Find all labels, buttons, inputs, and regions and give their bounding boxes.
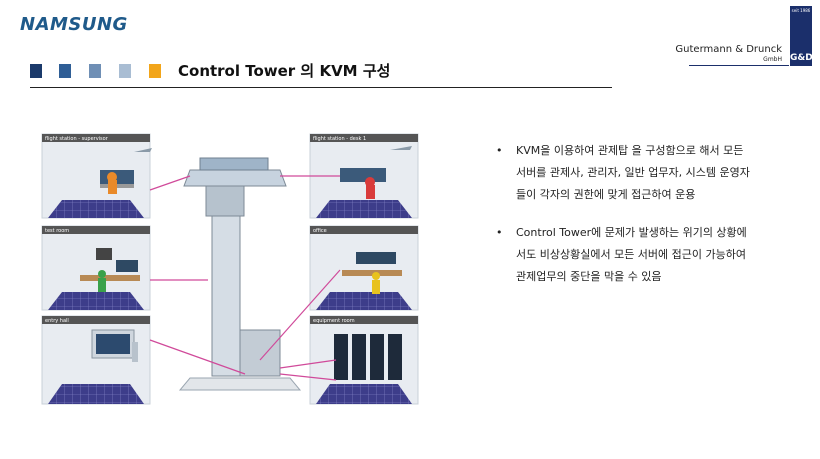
panel-label-3: entry hall bbox=[45, 318, 69, 324]
bullet-item-2: • Control Tower에 문제가 발생하는 위기의 상황에서도 비상상황… bbox=[496, 222, 756, 288]
accent-square-3 bbox=[89, 64, 101, 78]
partner-monogram: G&D bbox=[790, 53, 813, 63]
accent-square-1 bbox=[30, 64, 42, 78]
bullet-mark: • bbox=[496, 144, 503, 157]
namsung-logo: NAMSUNG bbox=[20, 14, 128, 35]
panel-flight-supervisor: flight station - supervisor bbox=[41, 133, 152, 219]
gd-logo: seit 1986 G&D bbox=[790, 6, 813, 66]
accent-square-4 bbox=[119, 64, 131, 78]
panel-flight-desk: flight station - desk 1 bbox=[309, 133, 419, 219]
kvm-cables bbox=[149, 175, 341, 381]
panel-entry-hall: entry hall bbox=[41, 315, 151, 405]
page-title: Control Tower 의 KVM 구성 bbox=[178, 62, 391, 80]
panel-label-5: office bbox=[313, 228, 327, 234]
accent-square-2 bbox=[59, 64, 71, 78]
bullet-mark: • bbox=[496, 226, 503, 239]
panel-label-2: test room bbox=[45, 228, 69, 234]
kvm-diagram: flight station - supervisor test room en… bbox=[41, 133, 419, 405]
partner-established: seit 1986 bbox=[791, 8, 811, 13]
accent-square-5 bbox=[149, 64, 161, 78]
partner-name: Gutermann & Drunck bbox=[675, 44, 782, 55]
bullet-text: Control Tower에 문제가 발생하는 위기의 상황에서도 비상상황실에… bbox=[516, 226, 747, 283]
panel-test-room: test room bbox=[41, 225, 151, 311]
partner-underline bbox=[689, 65, 789, 66]
bullet-item-1: • KVM을 이용하여 관제탑 을 구성함으로 해서 모든 서버를 관제사, 관… bbox=[496, 140, 756, 206]
panel-label-6: equipment room bbox=[313, 318, 355, 324]
bullet-text: KVM을 이용하여 관제탑 을 구성함으로 해서 모든 서버를 관제사, 관리자… bbox=[516, 144, 750, 201]
title-underline bbox=[30, 87, 612, 88]
panel-label-1: flight station - supervisor bbox=[45, 136, 109, 142]
partner-suffix: GmbH bbox=[763, 56, 782, 63]
panel-label-4: flight station - desk 1 bbox=[313, 136, 366, 142]
bullet-list: • KVM을 이용하여 관제탑 을 구성함으로 해서 모든 서버를 관제사, 관… bbox=[496, 140, 756, 304]
panel-equipment-room: equipment room bbox=[309, 315, 419, 405]
control-tower bbox=[178, 157, 302, 391]
panel-office: office bbox=[309, 225, 419, 311]
